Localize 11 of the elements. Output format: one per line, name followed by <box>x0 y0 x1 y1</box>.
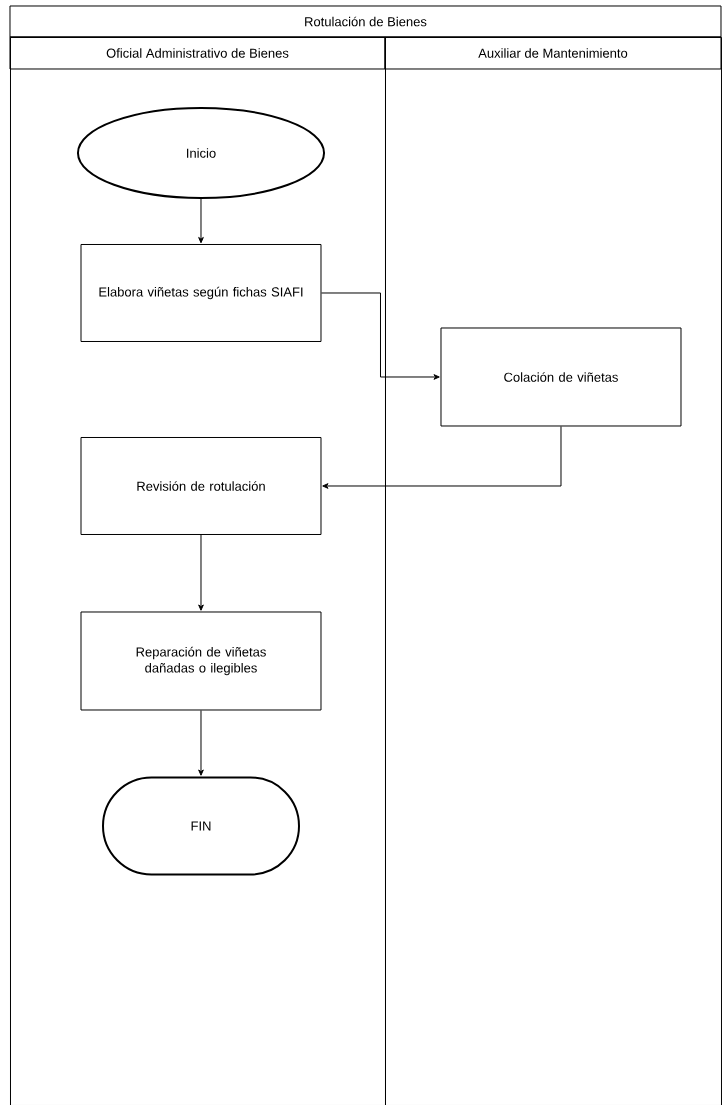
arrow <box>198 198 204 244</box>
arrow <box>322 426 562 489</box>
arrow <box>198 710 204 776</box>
process-box: Colación de viñetas <box>440 327 682 427</box>
process-box: Reparación de viñetas dañadas o ilegibles <box>80 611 322 711</box>
end-terminal: FIN <box>102 776 300 876</box>
arrow <box>198 534 204 611</box>
process-box: Elabora viñetas según fichas SIAFI <box>80 244 322 342</box>
process-box: Revisión de rotulación <box>80 437 322 535</box>
title-bar: Rotulación de Bienes <box>9 5 722 38</box>
arrow <box>321 292 440 380</box>
